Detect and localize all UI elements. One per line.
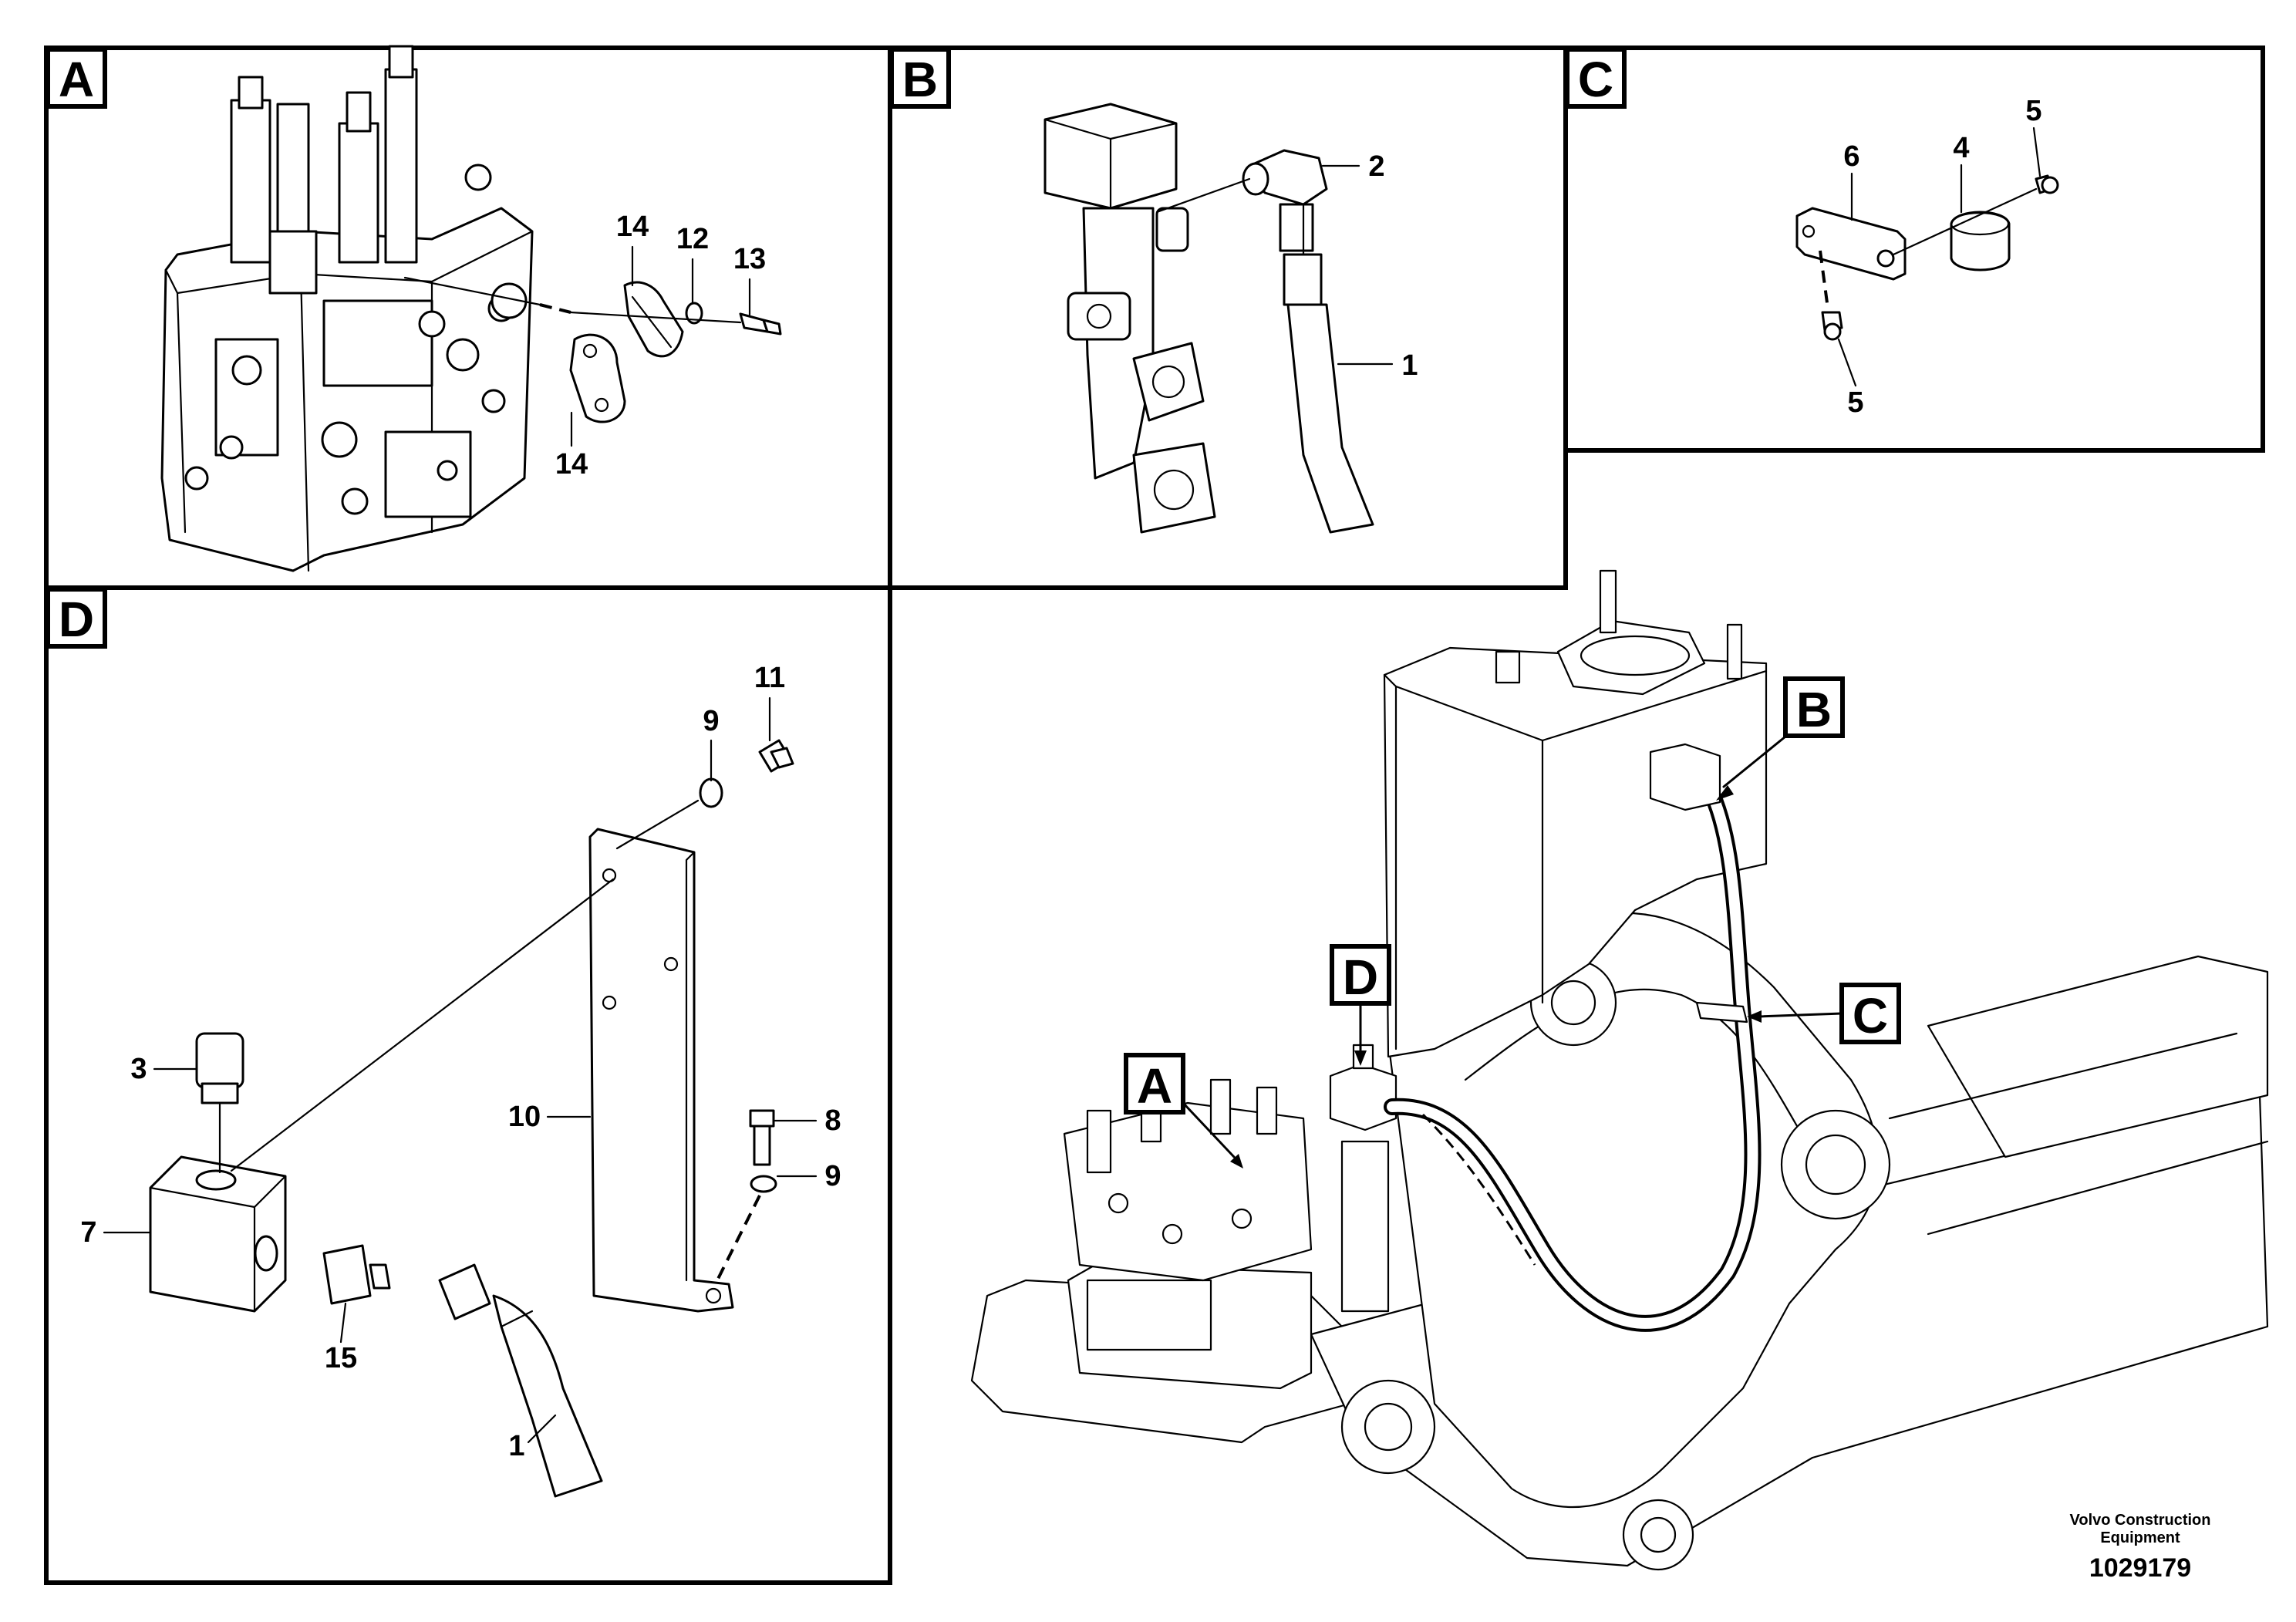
callout-5-bottom: 5 — [1847, 386, 1863, 419]
callout-5-top: 5 — [2025, 95, 2041, 127]
panel-a-callouts: 14 12 13 14 — [555, 211, 766, 481]
overview-tag-a: A — [1137, 1058, 1172, 1114]
callout-13: 13 — [733, 243, 766, 275]
callout-14: 14 — [616, 211, 649, 243]
pipe-drawing — [1043, 103, 1216, 534]
company-name-line1: Volvo Construction — [2070, 1512, 2211, 1529]
callout-10: 10 — [508, 1101, 541, 1133]
elbow-fitting-and-hose — [1155, 149, 1374, 534]
callout-7: 7 — [80, 1216, 96, 1249]
panel-a: A — [44, 45, 892, 590]
panel-a-tag: A — [59, 52, 94, 107]
callout-6: 6 — [1843, 140, 1859, 173]
panel-d-callouts: 11 9 3 10 8 9 7 15 1 — [80, 662, 841, 1462]
company-name-line2: Equipment — [2100, 1529, 2180, 1546]
mounting-plate-drawing — [588, 828, 761, 1313]
callout-1: 1 — [508, 1430, 524, 1462]
panel-b-tag: B — [902, 52, 938, 107]
callout-9-top: 9 — [703, 705, 719, 737]
overview-drawing — [970, 569, 2269, 1571]
panel-d: D — [44, 585, 892, 1585]
callout-14-lower: 14 — [555, 448, 588, 481]
footer: Volvo Construction Equipment 1029179 — [2070, 1512, 2211, 1583]
control-valve-drawing — [160, 45, 534, 572]
callout-15: 15 — [325, 1342, 357, 1374]
panel-c-tag: C — [1578, 52, 1613, 107]
callout-12: 12 — [676, 223, 709, 255]
callout-4: 4 — [1953, 132, 1969, 164]
panel-b-callouts: 2 1 — [1321, 150, 1418, 382]
overview-tag-c: C — [1853, 988, 1888, 1044]
panel-d-tag: D — [59, 592, 94, 647]
callout-3: 3 — [130, 1053, 147, 1085]
callout-9-lower: 9 — [824, 1160, 841, 1192]
overview-tag-d: D — [1343, 949, 1378, 1005]
panel-b: B 2 1 — [888, 46, 1568, 590]
callout-11: 11 — [754, 662, 785, 694]
sensor-block-drawing — [149, 878, 615, 1498]
callout-8: 8 — [824, 1104, 841, 1137]
callout-2: 2 — [1368, 150, 1384, 183]
bracket-and-clamp-drawing — [1795, 174, 2059, 341]
callout-1: 1 — [1401, 349, 1418, 382]
overview-tag-b: B — [1796, 682, 1832, 737]
panel-c-callouts: 6 4 5 5 — [1837, 95, 2042, 419]
figure-number: 1029179 — [2089, 1553, 2191, 1583]
flange-clamp-parts — [403, 276, 782, 423]
panel-c: C 6 4 5 5 — [1563, 46, 2265, 453]
screws-and-washers — [615, 739, 794, 1193]
overview-tags: B D C A — [1124, 676, 1901, 1168]
